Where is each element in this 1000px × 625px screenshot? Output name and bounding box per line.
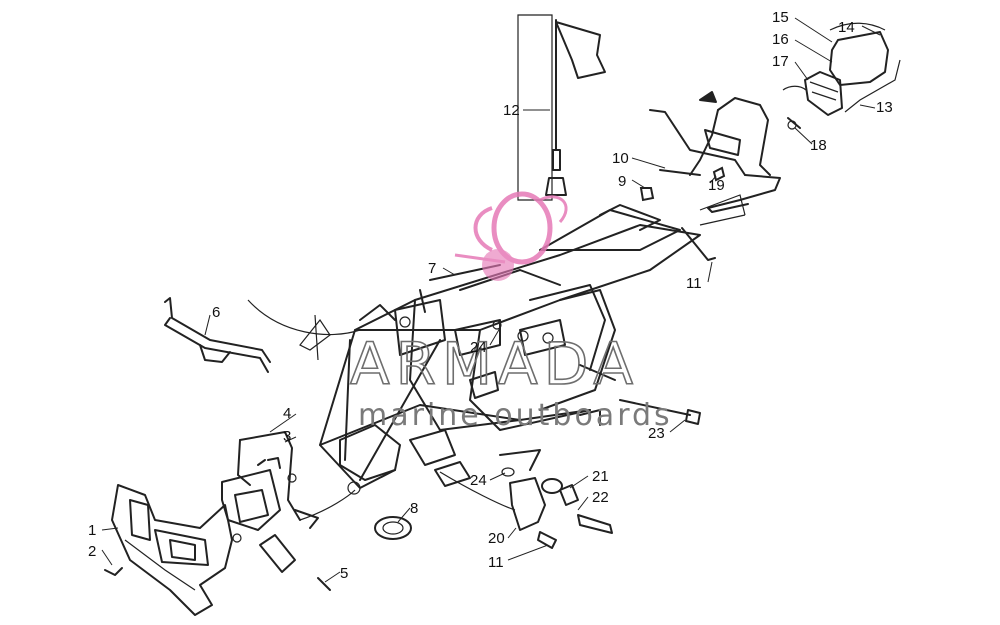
callout-11-upper: 11	[686, 275, 702, 292]
brand-logo-icon	[454, 191, 568, 281]
watermark-brand: ARMADA	[350, 330, 639, 398]
bearing	[374, 516, 412, 540]
front-rack	[164, 297, 331, 373]
callout-2: 2	[88, 543, 96, 560]
watermark-tagline: marine outboards	[358, 398, 673, 433]
safety-flag-assembly	[517, 14, 606, 201]
rear-mount-bracket	[501, 467, 613, 549]
callout-14: 14	[838, 19, 855, 36]
long-bolt	[619, 399, 701, 425]
front-bumper	[111, 484, 233, 616]
callout-24-lower: 24	[470, 472, 487, 489]
callout-12: 12	[503, 102, 520, 119]
callout-1: 1	[88, 522, 96, 539]
callout-13: 13	[876, 99, 893, 116]
callout-8: 8	[410, 500, 418, 517]
callout-20: 20	[488, 530, 505, 547]
callout-10: 10	[612, 150, 629, 167]
callout-22: 22	[592, 489, 609, 506]
bolt	[104, 117, 801, 591]
leader-lines	[101, 17, 881, 583]
callout-24-upper: 24	[470, 339, 487, 356]
callout-7: 7	[428, 260, 436, 277]
callout-labels: 1 2 3 4 5 6 7 8 9 10 11 11 12 13 14 15 1…	[88, 9, 893, 582]
callout-6: 6	[212, 304, 220, 321]
tail-light-assembly	[782, 22, 901, 130]
callout-5: 5	[340, 565, 348, 582]
callout-9: 9	[618, 173, 626, 190]
front-bumper-bracket	[221, 431, 319, 573]
callout-21: 21	[592, 468, 609, 485]
callout-23: 23	[648, 425, 665, 442]
callout-19: 19	[708, 177, 725, 194]
callout-18: 18	[810, 137, 827, 154]
callout-16: 16	[772, 31, 789, 48]
callout-4: 4	[283, 405, 291, 422]
rear-rack	[639, 91, 781, 216]
callout-11-lower: 11	[488, 554, 504, 571]
watermark: ARMADA marine outboards	[349, 191, 673, 433]
callout-17: 17	[772, 53, 789, 70]
callout-3: 3	[283, 428, 291, 445]
main-frame	[319, 204, 701, 495]
callout-15: 15	[772, 9, 789, 26]
